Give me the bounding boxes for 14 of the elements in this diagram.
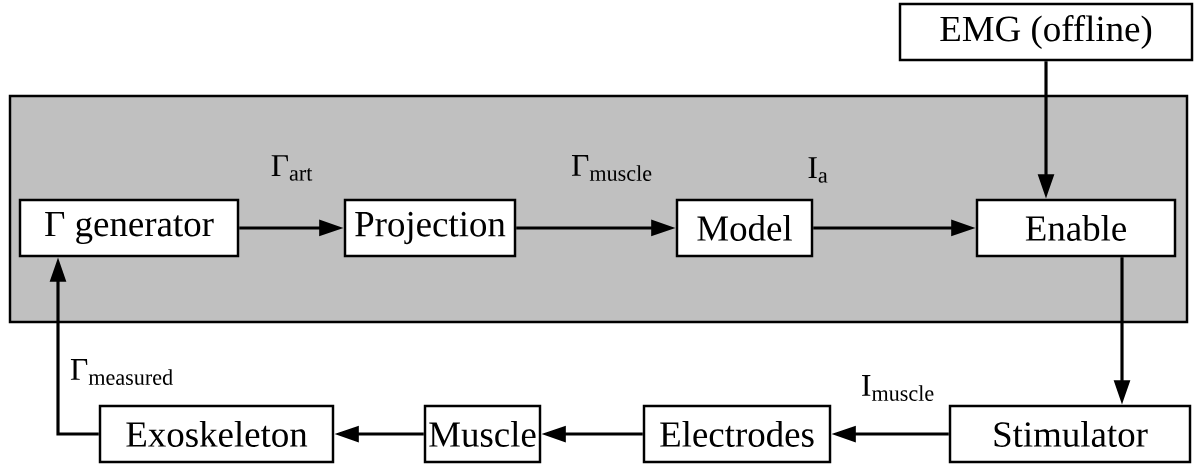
process-box: Electrodes: [642, 404, 832, 464]
process-box: Enable: [975, 198, 1177, 258]
process-box: Exoskeleton: [98, 404, 335, 464]
edge-label: I$_{a}$: [808, 157, 828, 183]
process-box: Muscle: [423, 404, 542, 464]
edge-label: Γ$_{art}$: [271, 155, 313, 181]
process-box: EMG (offline): [898, 2, 1194, 62]
process-box: Model: [675, 198, 814, 258]
process-box: Projection: [343, 198, 517, 258]
edge-label: Γ$_{measured}$: [70, 359, 173, 385]
edge-label: I$_{muscle}$: [862, 375, 934, 401]
edge-label: Γ$_{muscle}$: [571, 155, 652, 181]
process-box: Stimulator: [948, 404, 1192, 464]
process-box: Γ generator: [18, 198, 240, 258]
